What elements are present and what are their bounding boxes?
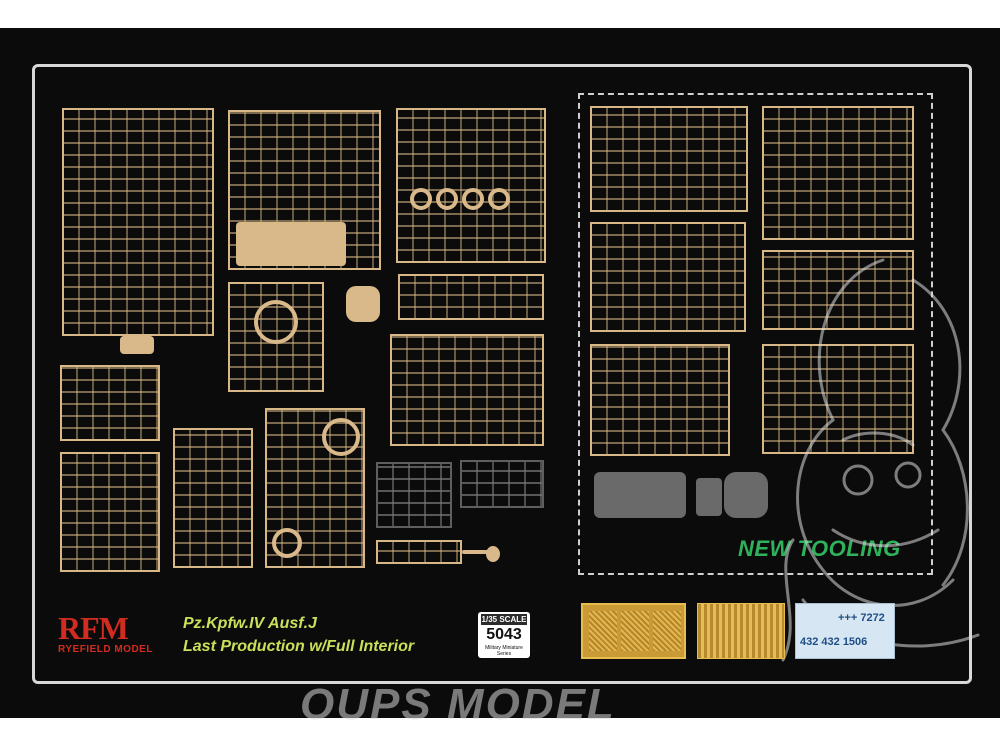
new-tooling-label: NEW TOOLING [738, 536, 901, 561]
hull-floor-part [236, 222, 346, 266]
sprue-frame [60, 452, 160, 572]
sprue-frame [762, 106, 914, 240]
sprue-frame [590, 106, 748, 212]
decal-sheet: +++ 7272 432 432 1506 [795, 603, 895, 659]
turret-ring-part [254, 300, 298, 344]
sprue-frame [590, 222, 746, 332]
brand-name: RYEFIELD MODEL [58, 644, 153, 655]
kit-number: 5043 [486, 626, 522, 643]
scale-label: 1/35 SCALE [481, 614, 527, 625]
scale-badge: 1/35 SCALE 5043 Military Miniature Serie… [478, 612, 530, 658]
watermark-text: OUPS MODEL [300, 680, 616, 729]
turret-floor-part [272, 528, 302, 558]
road-wheel-part [488, 188, 510, 210]
grey-mantlet-part [696, 478, 722, 516]
turret-basket-part [322, 418, 360, 456]
decal-line: 432 432 1506 [800, 636, 868, 648]
grey-sprue-frame [460, 460, 544, 508]
muzzle-brake-part [486, 546, 500, 562]
product-title-line1: Pz.Kpfw.IV Ausf.J [183, 615, 317, 632]
photo-etch-fret [653, 611, 681, 651]
sprue-frame [62, 108, 214, 336]
photo-etch-sheet [581, 603, 686, 659]
sprue-frame [396, 108, 546, 263]
product-title-line2: Last Production w/Full Interior [183, 638, 415, 655]
product-title: Pz.Kpfw.IV Ausf.J Last Production w/Full… [183, 612, 414, 658]
decal-line: +++ 7272 [838, 612, 885, 624]
sprue-part [120, 336, 154, 354]
frame-border [32, 64, 972, 684]
photo-etch-fret [621, 611, 649, 651]
road-wheel-part [436, 188, 458, 210]
grey-cupola-part [724, 472, 768, 518]
road-wheel-part [410, 188, 432, 210]
sprue-frame [390, 334, 544, 446]
series-label: Military Miniature Series [485, 645, 523, 657]
sprue-frame [376, 540, 462, 564]
sprue-frame [590, 344, 730, 456]
new-tooling-outline [578, 93, 933, 575]
sprue-frame [762, 250, 914, 330]
sprue-frame [173, 428, 253, 568]
brand-logo: RFM RYEFIELD MODEL [58, 612, 158, 662]
grey-turret-roof-part [594, 472, 686, 518]
photo-etch-fret [589, 611, 617, 651]
gun-barrel-part [462, 550, 492, 554]
road-wheel-part [462, 188, 484, 210]
brand-logo-mark: RFM [58, 610, 129, 646]
photo-etch-sheet [697, 603, 785, 659]
sprue-frame [60, 365, 160, 441]
sprue-frame [398, 274, 544, 320]
grey-sprue-frame [376, 462, 452, 528]
turret-part [346, 286, 380, 322]
